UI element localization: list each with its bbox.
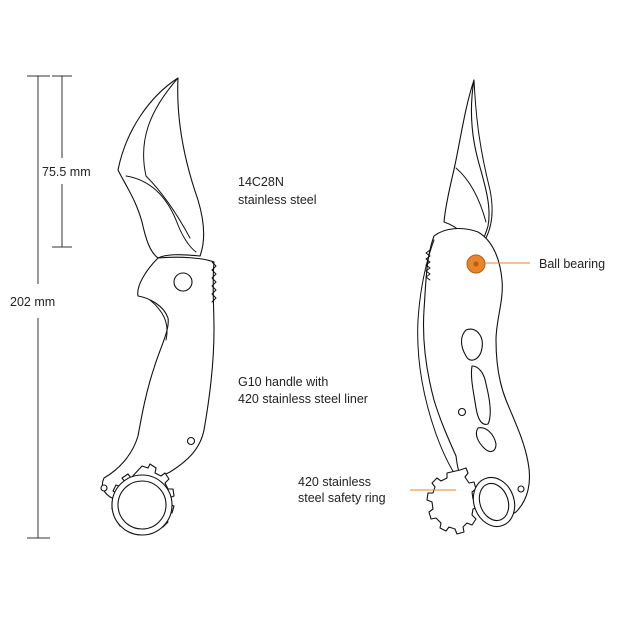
angled-handle-slot: [470, 365, 491, 425]
blade: [117, 77, 205, 259]
overall-length-label: 202 mm: [10, 295, 55, 309]
handle: [101, 256, 215, 499]
ring-label-1: 420 stainless: [298, 475, 371, 489]
angled-ring-screw: [517, 485, 525, 493]
angled-handle-cutout-upper: [460, 328, 483, 361]
handle-label-2: 420 stainless steel liner: [238, 392, 368, 406]
safety-ring: [111, 463, 175, 536]
handle-choil: [149, 299, 168, 341]
blade-steel-label-2: stainless steel: [238, 193, 317, 207]
angled-safety-ring: [426, 467, 516, 535]
blade-edge-bevel: [125, 175, 197, 253]
handle-label-1: G10 handle with: [238, 375, 328, 389]
ball-bearing-center: [473, 261, 479, 267]
bearing-label: Ball bearing: [539, 257, 605, 271]
pivot-circle: [173, 272, 193, 292]
blade-grind-line: [143, 77, 191, 239]
angled-blade-bevel: [455, 167, 487, 223]
dimension-blade: [52, 75, 72, 248]
angled-handle-cutout-lower: [475, 427, 497, 453]
handle-jimping: [211, 261, 217, 303]
angled-jimping: [425, 249, 431, 281]
lanyard-screw: [100, 484, 108, 492]
handle-screw: [186, 436, 196, 446]
dimension-overall: [27, 75, 50, 539]
angled-liner: [417, 239, 463, 485]
blade-length-label: 75.5 mm: [42, 165, 91, 179]
blade-steel-label-1: 14C28N: [238, 175, 284, 189]
angled-screw: [457, 407, 467, 417]
ring-label-2: steel safety ring: [298, 491, 386, 505]
knife-side-view: [100, 77, 217, 536]
angled-blade: [443, 79, 490, 255]
angled-blade-grind: [473, 79, 493, 239]
knife-angled-view: [417, 79, 531, 535]
